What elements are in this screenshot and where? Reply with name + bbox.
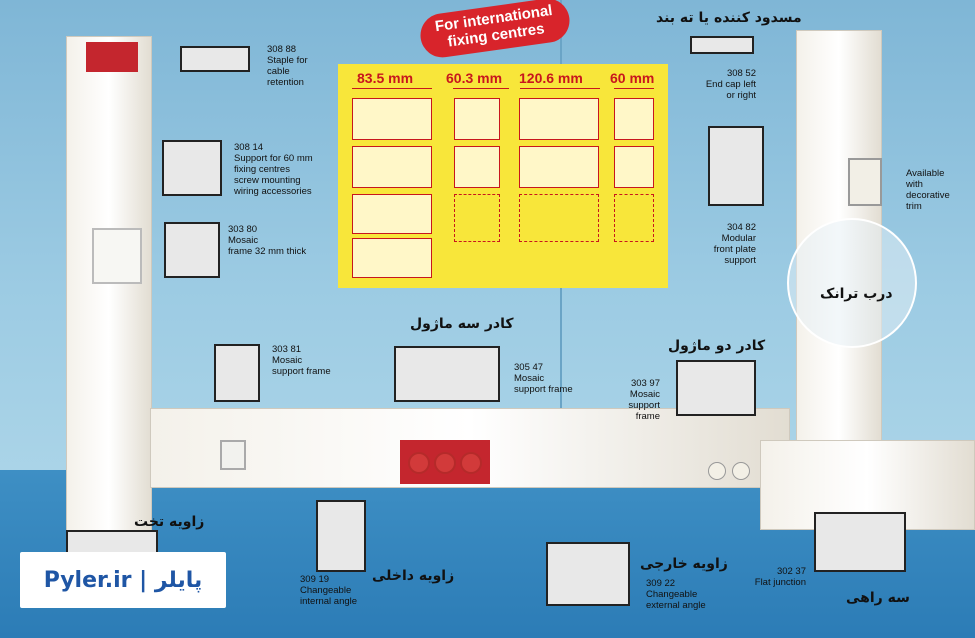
label-303-80-desc: Mosaic frame 32 mm thick — [228, 235, 307, 257]
left-trunking-outlet — [92, 228, 142, 284]
label-302-37-desc: Flat junction — [754, 577, 806, 588]
end-cap-drawing — [690, 36, 754, 54]
fa-end-cap: مسدود کننده یا ته بند — [656, 10, 802, 26]
label-309-22-desc: Changeable external angle — [646, 589, 706, 611]
cell-d2 — [614, 146, 654, 188]
dim-line-4 — [614, 88, 654, 89]
cell-b2 — [454, 146, 500, 188]
wall-outlet-small — [220, 440, 246, 470]
cell-a3 — [352, 194, 432, 234]
red-socket-2 — [434, 452, 456, 474]
label-308-14-desc: Support for 60 mm fixing centres screw m… — [234, 153, 313, 197]
label-309-19-code: 309 19 — [300, 574, 330, 585]
flat-angle-drawing — [66, 530, 158, 554]
label-309-22-code: 309 22 — [646, 578, 676, 589]
dim-line-3 — [520, 88, 600, 89]
cell-a4 — [352, 238, 432, 278]
left-vertical-trunking — [66, 36, 152, 546]
cell-d3 — [614, 194, 654, 242]
fa-two-module-frame: کادر دو ماژول — [668, 338, 766, 354]
label-304-82-code: 304 82 — [726, 222, 756, 233]
white-socket-1 — [708, 462, 726, 480]
mosaic-support-frame-2-module-drawing — [676, 360, 756, 416]
fa-flat-angle: زاویه تخت — [134, 514, 205, 530]
decorative-trim-zoom-circle — [787, 218, 917, 348]
cell-b3 — [454, 194, 500, 242]
label-308-88-code: 308 88 — [267, 44, 297, 55]
mosaic-support-frame-1-drawing — [214, 344, 260, 402]
label-308-52-code: 308 52 — [726, 68, 756, 79]
fa-external-angle: زاویه خارجی — [640, 556, 728, 572]
label-303-97-code: 303 97 — [630, 378, 660, 389]
red-socket-3 — [460, 452, 482, 474]
label-available-trim: Available with decorative trim — [906, 168, 950, 212]
label-303-81-code: 303 81 — [272, 344, 302, 355]
dim-120-6: 120.6 mm — [519, 70, 583, 86]
cell-c3 — [519, 194, 599, 242]
label-305-47-desc: Mosaic support frame — [514, 373, 573, 395]
label-302-37-code: 302 37 — [776, 566, 806, 577]
red-socket-1 — [408, 452, 430, 474]
label-303-80-code: 303 80 — [228, 224, 258, 235]
flat-junction-drawing — [814, 512, 906, 572]
white-socket-2 — [732, 462, 750, 480]
cell-a2 — [352, 146, 432, 188]
cell-a1 — [352, 98, 432, 140]
left-trunking-red-label — [86, 42, 138, 72]
modular-front-plate-drawing — [708, 126, 764, 206]
cell-c1 — [519, 98, 599, 140]
dim-line-1 — [352, 88, 432, 89]
external-angle-drawing — [546, 542, 630, 606]
cell-d1 — [614, 98, 654, 140]
dim-line-2 — [453, 88, 509, 89]
mosaic-support-frame-3-module-drawing — [394, 346, 500, 402]
label-308-14-code: 308 14 — [234, 142, 264, 153]
label-303-97-desc: Mosaic support frame — [628, 389, 660, 422]
support-60mm-drawing — [162, 140, 222, 196]
dim-60-3: 60.3 mm — [446, 70, 503, 86]
right-trunking-switch — [848, 158, 882, 206]
label-308-52-desc: End cap left or right — [705, 79, 756, 101]
cell-b1 — [454, 98, 500, 140]
internal-angle-drawing — [316, 500, 366, 572]
brand-watermark: Pyler.ir | پایلر — [20, 552, 226, 608]
label-303-81-desc: Mosaic support frame — [272, 355, 331, 377]
label-305-47-code: 305 47 — [514, 362, 544, 373]
label-308-88-desc: Staple for cable retention — [267, 55, 308, 88]
label-304-82-desc: Modular front plate support — [713, 233, 756, 266]
fa-tee: سه راهی — [846, 590, 910, 606]
staple-part-drawing — [180, 46, 250, 72]
fa-three-module-frame: کادر سه ماژول — [410, 316, 514, 332]
fa-internal-angle: زاویه داخلی — [372, 568, 455, 584]
dim-83-5: 83.5 mm — [357, 70, 414, 86]
cell-c2 — [519, 146, 599, 188]
label-309-19-desc: Changeable internal angle — [300, 585, 358, 607]
mosaic-frame-32-drawing — [164, 222, 220, 278]
dim-60: 60 mm — [610, 70, 655, 86]
fa-trunk-door: درب ترانک — [820, 286, 893, 302]
